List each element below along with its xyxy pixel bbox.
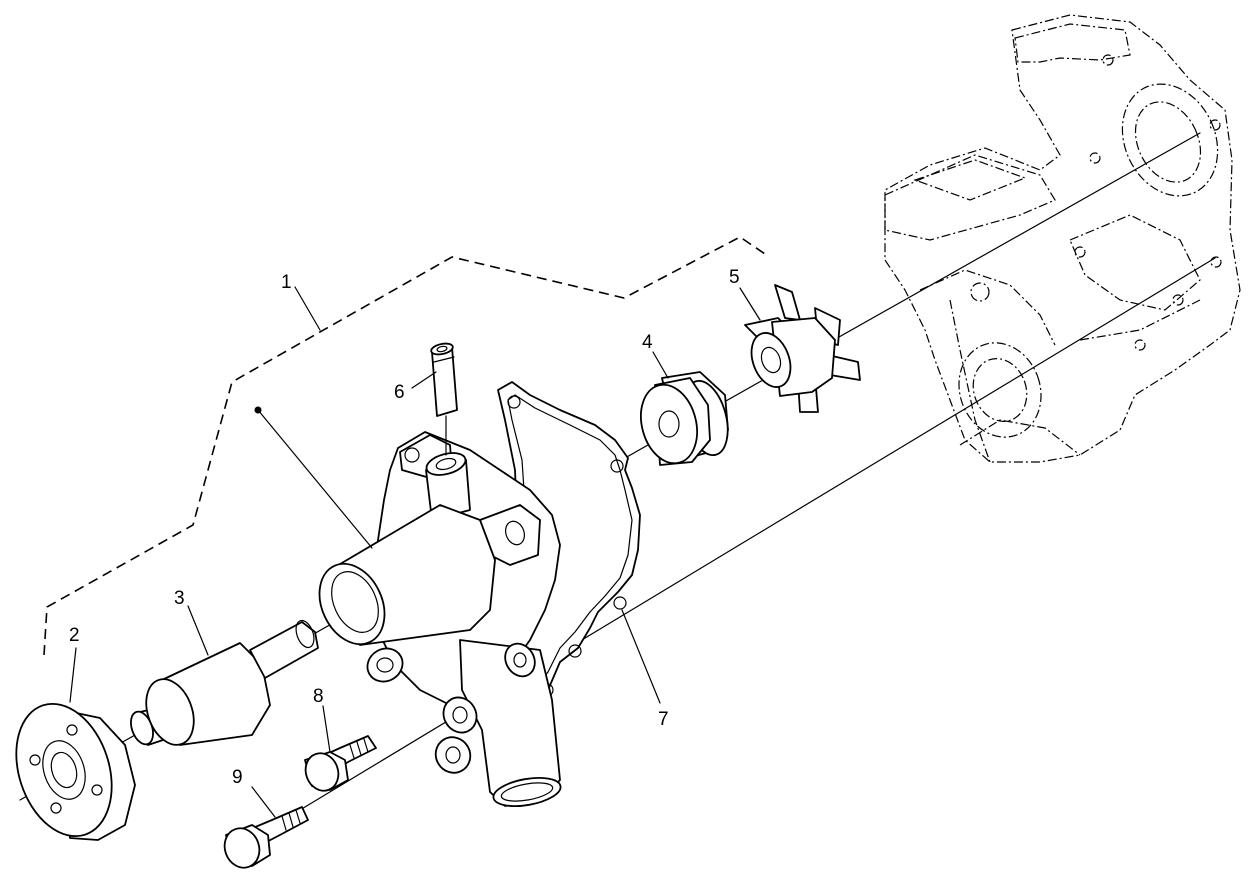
engine-block [884,14,1241,463]
callout-3: 3 [174,588,185,609]
pump-body [318,431,562,807]
body-callout-dot [254,406,262,414]
leader-1 [294,286,321,331]
assembly-bracket [43,236,769,656]
pulley-flange-part-2 [15,702,136,841]
bolt-part-8 [304,735,377,792]
leader-9 [251,786,276,818]
leader-3 [187,605,209,656]
leader-lines [69,286,761,818]
callout-1: 1 [281,272,292,293]
leader-4 [652,351,669,379]
leader-7 [621,609,661,704]
callout-7: 7 [658,709,669,730]
callout-labels: 1 2 3 4 5 6 7 8 9 [69,267,740,788]
impeller-part-5 [744,284,861,413]
shaft-bearing-part-3 [130,619,319,746]
seal-part-4 [640,371,729,466]
callout-8: 8 [313,686,324,707]
callout-6: 6 [394,382,405,403]
bolt-part-9 [223,806,309,869]
leader-8 [322,705,331,753]
leader-body [257,409,373,549]
callout-4: 4 [642,332,653,353]
leader-6 [411,371,437,389]
leader-2 [69,647,77,703]
pipe-part-6 [430,342,458,456]
callout-2: 2 [69,625,80,646]
callout-9: 9 [232,767,243,788]
callout-5: 5 [729,267,740,288]
leader-5 [739,287,761,321]
